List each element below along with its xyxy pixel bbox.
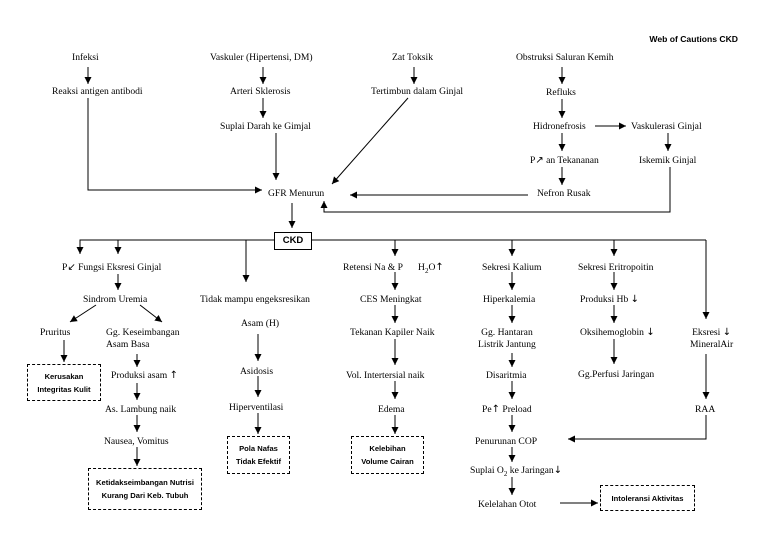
node-nausea: Nausea, Vomitus: [104, 436, 169, 447]
ckd-box: CKD: [274, 232, 312, 250]
diagnosis-ketidakseimbangan-nutrisi: Ketidakseimbangan Nutrisi Kurang Dari Ke…: [88, 468, 202, 510]
node-kelelahan-otot: Kelelahan Otot: [478, 499, 537, 510]
arrow-iskemik-gfr: [320, 167, 671, 213]
arrow-down-icon: ↓: [722, 327, 732, 338]
node-obstruksi: Obstruksi Saluran Kemih: [516, 52, 614, 63]
node-raa: RAA: [695, 404, 716, 415]
diagram-title: Web of Cautions CKD: [649, 34, 738, 44]
node-nefron-rusak: Nefron Rusak: [537, 188, 591, 199]
arrow-sindrom-pruritus: [69, 304, 97, 323]
node-gfr-menurun: GFR Menurun: [268, 188, 325, 199]
node-peningkatan-tekanan: P↗ an Tekananan: [530, 155, 599, 166]
diagnosis-pola-nafas: Pola Nafas Tidak Efektif: [227, 436, 290, 474]
node-disaritmia: Disaritmia: [486, 370, 527, 381]
node-penurunan-cop: Penurunan COP: [475, 436, 538, 447]
node-arteri-sklerosis: Arteri Sklerosis: [230, 86, 291, 97]
arrow-up-icon: ↑: [169, 370, 179, 381]
diagnosis-kelebihan-volume-cairan: Kelebihan Volume Cairan: [351, 436, 424, 474]
node-vaskulerasi: Vaskulerasi Ginjal: [631, 121, 702, 132]
arrow-down-left-icon: ↙: [67, 262, 76, 273]
node-oksihemoglobin: Oksihemoglobin ↓: [580, 327, 655, 338]
node-sekresi-eritropoitin: Sekresi Eritropoitin: [578, 262, 654, 273]
node-tidak-mampu: Tidak mampu engeksresikan: [200, 294, 310, 305]
node-suplai-o2: Suplai O2 ke Jaringan↓: [470, 465, 563, 478]
ckd-branch-left2: [76, 239, 118, 254]
node-eksresi-mineral: Eksresi ↓ MineralAir: [690, 327, 734, 350]
node-hidronefrosis: Hidronefrosis: [533, 121, 586, 132]
node-gg-keseimbangan: Gg. Keseimbangan Asam Basa: [106, 327, 180, 350]
node-hiperventilasi: Hiperventilasi: [229, 402, 284, 413]
diagnosis-kerusakan-integritas-kulit: Kerusakan Integritas Kulit: [27, 364, 101, 401]
node-ces: CES Meningkat: [360, 294, 422, 305]
node-vaskuler: Vaskuler (Hipertensi, DM): [210, 52, 313, 63]
arrow-up-icon: ↗: [535, 155, 544, 166]
node-pruritus: Pruritus: [40, 327, 71, 338]
node-sekresi-kalium: Sekresi Kalium: [482, 262, 542, 273]
node-lambung-naik: As. Lambung naik: [105, 404, 177, 415]
arrow-raa-cop: [568, 415, 707, 443]
node-zat-toksik: Zat Toksik: [392, 52, 433, 63]
arrow-down-icon: ↓: [646, 327, 655, 338]
node-asam-h: Asam (H): [241, 318, 280, 329]
diagnosis-intoleransi-aktivitas: Intoleransi Aktivitas: [600, 485, 695, 511]
node-vol-intertersial: Vol. Intertersial naik: [346, 370, 425, 381]
node-iskemik: Iskemik Ginjal: [639, 155, 697, 166]
arrow-up-icon: ↑: [435, 262, 444, 273]
node-refluks: Refluks: [546, 87, 576, 98]
node-tertimbun: Tertimbun dalam Ginjal: [371, 86, 464, 97]
node-retensi: Retensi Na & P: [343, 262, 403, 273]
arrow-tertimbun-gfr: [331, 97, 409, 185]
node-infeksi: Infeksi: [72, 52, 99, 63]
node-edema: Edema: [378, 404, 405, 415]
node-perfusi-jaringan: Gg.Perfusi Jaringan: [578, 369, 655, 380]
arrow-up-icon: ↑: [491, 404, 500, 415]
node-sindrom-uremia: Sindrom Uremia: [83, 294, 148, 305]
arrow-reaksi-gfr: [87, 98, 262, 194]
node-preload: Pe↑ Preload: [482, 404, 532, 415]
node-asidosis: Asidosis: [240, 366, 274, 377]
node-produksi-hb: Produksi Hb ↓: [580, 294, 640, 305]
arrow-down-icon: ↓: [553, 465, 563, 476]
node-tekanan-kapiler: Tekanan Kapiler Naik: [350, 327, 435, 338]
node-gangguan-hantaran: Gg. Hantaran Listrik Jantung: [478, 327, 536, 350]
node-produksi-asam: Produksi asam ↑: [111, 370, 179, 381]
node-hiperkalemia: Hiperkalemia: [483, 294, 536, 305]
ckd-branch-left: [117, 239, 274, 252]
node-reaksi-antigen: Reaksi antigen antibodi: [52, 86, 143, 97]
node-fungsi-eksresi: P↙ Fungsi Eksresi Ginjal: [62, 262, 162, 273]
arrow-sindrom-gg: [139, 304, 163, 323]
node-h2o: H2O↑: [418, 262, 444, 275]
node-suplai-darah: Suplai Darah ke Gimjal: [220, 121, 311, 132]
arrow-down-icon: ↓: [630, 294, 640, 305]
